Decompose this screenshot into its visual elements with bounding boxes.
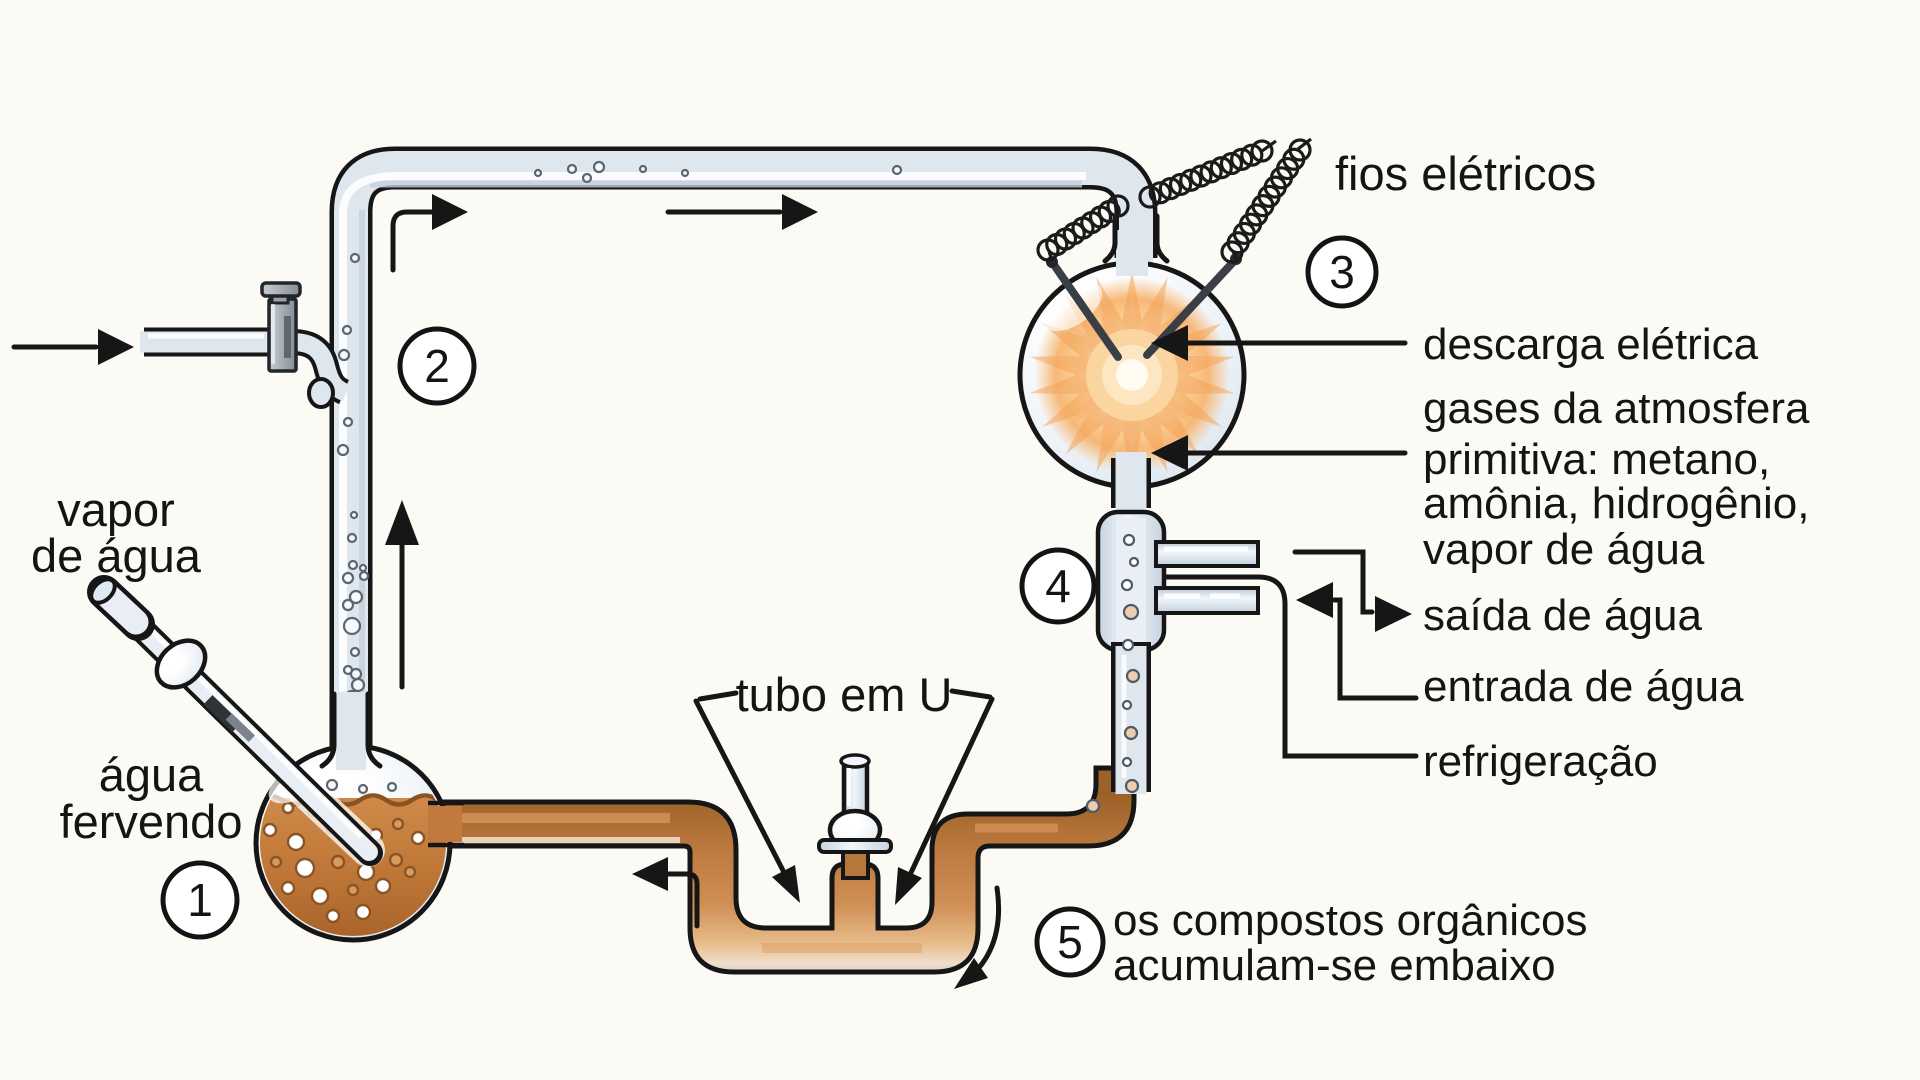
steam-inlet-tube bbox=[87, 575, 385, 867]
step-badge-2 bbox=[397, 326, 477, 406]
arrow-right-icon bbox=[1375, 596, 1412, 632]
glass-glint bbox=[1042, 281, 1102, 331]
label-fios-eletricos: fios elétricos bbox=[1335, 147, 1596, 200]
step-numbers: 1 2 3 4 5 bbox=[187, 246, 1355, 968]
step-badges bbox=[160, 235, 1379, 978]
tube-exit-patch bbox=[428, 806, 462, 842]
arrow-left-icon bbox=[632, 857, 668, 891]
step-badge-5 bbox=[1034, 906, 1106, 978]
electric-wire-coil-middle bbox=[1138, 139, 1274, 209]
label-vapor-line1: vapor bbox=[57, 483, 175, 536]
label-entrada: entrada de água bbox=[1423, 662, 1744, 711]
label-compostos-line1: os compostos orgânicos bbox=[1113, 896, 1587, 945]
saida-connector bbox=[1292, 549, 1412, 632]
wire-lead-right bbox=[1231, 250, 1238, 260]
step-number-5: 5 bbox=[1057, 916, 1083, 968]
arrow-down-icon bbox=[772, 865, 800, 903]
step-number-3: 3 bbox=[1329, 246, 1355, 298]
u-tube-assembly bbox=[429, 765, 1137, 975]
valve-slot bbox=[284, 316, 291, 358]
neck-patch bbox=[1116, 230, 1148, 276]
wire-end-left bbox=[1261, 139, 1277, 153]
flow-arrow-curved bbox=[954, 885, 1002, 989]
condenser bbox=[1085, 452, 1260, 814]
junction-bulge bbox=[307, 377, 335, 409]
label-vapor-line2: de água bbox=[31, 529, 202, 582]
leader-descarga bbox=[1151, 325, 1408, 361]
tube-highlight bbox=[115, 595, 363, 839]
electrode-left bbox=[1048, 258, 1122, 361]
label-descarga: descarga elétrica bbox=[1423, 320, 1759, 369]
label-compostos-line2: acumulam-se embaixo bbox=[1113, 941, 1556, 990]
electric-wire-coil-right bbox=[1220, 138, 1312, 264]
stopcock-assembly bbox=[140, 281, 350, 409]
entrada-connector bbox=[1296, 582, 1419, 701]
water-outlet-tube bbox=[1154, 540, 1260, 568]
funnel-mouth bbox=[89, 577, 117, 605]
stopper-lip bbox=[839, 753, 871, 769]
step-number-1: 1 bbox=[187, 874, 213, 926]
gas-inlet-arrow bbox=[11, 329, 134, 365]
label-tubo-em-u: tubo em U bbox=[736, 668, 953, 721]
tube-collar-grey bbox=[225, 713, 255, 742]
spark-starburst bbox=[1029, 271, 1235, 479]
stopper-neck-brown bbox=[841, 850, 870, 880]
flow-arrow-up bbox=[385, 500, 419, 690]
label-agua-line1: água bbox=[99, 748, 204, 801]
refrigeracao-connector bbox=[1163, 574, 1419, 759]
arrow-down-icon bbox=[895, 867, 922, 905]
label-agua-line2: fervendo bbox=[60, 795, 243, 848]
neck-flare-right bbox=[1154, 213, 1170, 264]
step-badge-3 bbox=[1305, 235, 1379, 309]
label-gases-line2: primitiva: metano, bbox=[1423, 435, 1770, 484]
tube-highlight bbox=[339, 172, 1086, 752]
step-badge-4 bbox=[1019, 547, 1097, 625]
label-saida: saída de água bbox=[1423, 591, 1702, 640]
flow-arrow-top bbox=[665, 194, 818, 230]
funnel-glass bbox=[93, 581, 149, 635]
step-number-4: 4 bbox=[1045, 560, 1071, 612]
neck-flare-left bbox=[1102, 213, 1118, 264]
flow-arrow-left-bottom bbox=[632, 857, 700, 929]
water-inlet-tube bbox=[1154, 586, 1260, 615]
neck-flare-right bbox=[365, 691, 383, 769]
label-gases-line1: gases da atmosfera bbox=[1423, 384, 1810, 433]
arrow-up-icon bbox=[385, 500, 419, 545]
arrow-left-icon bbox=[1151, 325, 1188, 361]
arrow-down-left-icon bbox=[954, 958, 988, 989]
arrow-left-icon bbox=[1151, 435, 1188, 471]
label-refrigeracao: refrigeração bbox=[1423, 737, 1658, 786]
wire-lead-left bbox=[1047, 250, 1054, 262]
tubo-pointers bbox=[693, 688, 995, 905]
tube-bulb bbox=[154, 638, 208, 690]
flow-arrow-corner bbox=[390, 194, 468, 273]
label-gases-line4: vapor de água bbox=[1423, 525, 1705, 574]
stopper-flange bbox=[817, 838, 893, 854]
arrow-right-icon bbox=[98, 329, 134, 365]
arrow-left-icon bbox=[1296, 582, 1333, 618]
label-dashes bbox=[697, 688, 993, 702]
label-gases-line3: amônia, hidrogênio, bbox=[1423, 479, 1809, 528]
wire-end-right bbox=[1297, 137, 1312, 151]
neck-patch bbox=[336, 692, 366, 770]
tube-exit-walls bbox=[428, 800, 464, 848]
spark-core1 bbox=[1116, 359, 1148, 391]
arrow-right-icon bbox=[432, 194, 468, 230]
s-bend-glass bbox=[291, 333, 350, 402]
step-number-2: 2 bbox=[424, 340, 450, 392]
electric-wire-coil-left bbox=[1036, 194, 1130, 262]
leader-gases bbox=[1151, 435, 1408, 471]
steam-bubbles bbox=[349, 160, 903, 264]
neck-flare-left bbox=[319, 691, 337, 769]
condensing-droplets bbox=[1085, 533, 1141, 814]
glass-stopper bbox=[817, 753, 893, 880]
valve-handle bbox=[260, 281, 302, 298]
arrow-right-icon bbox=[782, 194, 818, 230]
step-badge-1 bbox=[160, 860, 240, 940]
